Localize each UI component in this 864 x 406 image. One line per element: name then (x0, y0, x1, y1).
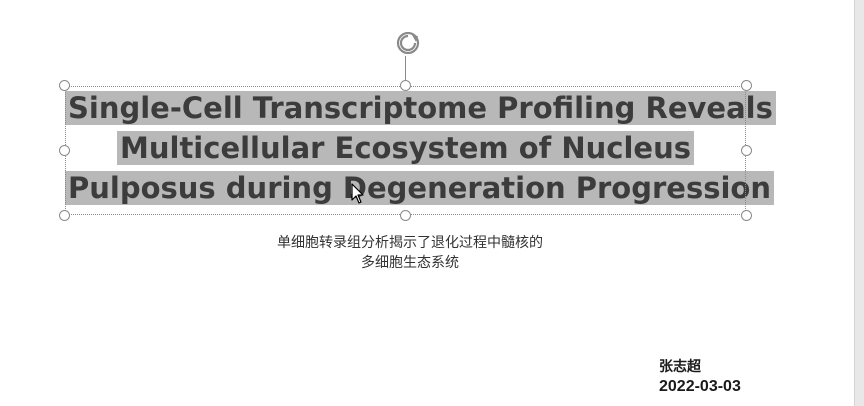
title-line-text: Single-Cell Transcriptome Profiling Reve… (65, 91, 776, 125)
subtitle-line: 多细胞生态系统 (361, 255, 459, 271)
title-line: Multicellular Ecosystem of Nucleus (65, 128, 746, 168)
rotate-stem (405, 56, 406, 85)
title-line: Pulposus during Degeneration Progression (65, 168, 774, 208)
resize-handle-bottom-left[interactable] (59, 210, 70, 221)
slide-subtitle[interactable]: 单细胞转录组分析揭示了退化过程中髓核的 多细胞生态系统 (200, 233, 620, 273)
resize-handle-right[interactable] (741, 145, 752, 156)
resize-handle-bottom[interactable] (400, 210, 411, 221)
title-line-text: Multicellular Ecosystem of Nucleus (117, 131, 694, 165)
subtitle-line: 单细胞转录组分析揭示了退化过程中髓核的 (277, 235, 543, 251)
author-name[interactable]: 张志超 (659, 359, 701, 375)
slide-title[interactable]: Single-Cell Transcriptome Profiling Reve… (65, 88, 776, 208)
resize-handle-top[interactable] (400, 80, 411, 91)
resize-handle-top-right[interactable] (741, 80, 752, 91)
title-line: Single-Cell Transcriptome Profiling Reve… (65, 88, 776, 128)
selection-frame (65, 86, 746, 215)
resize-handle-top-left[interactable] (59, 80, 70, 91)
arrow-pointer-icon (351, 183, 364, 204)
resize-handle-left[interactable] (59, 145, 70, 156)
presentation-date[interactable]: 2022-03-03 (659, 378, 741, 395)
title-line-text: Pulposus during Degeneration Progression (65, 171, 774, 205)
resize-handle-bottom-right[interactable] (741, 210, 752, 221)
rotate-icon[interactable] (392, 29, 426, 59)
vertical-scrollbar[interactable] (854, 0, 864, 406)
